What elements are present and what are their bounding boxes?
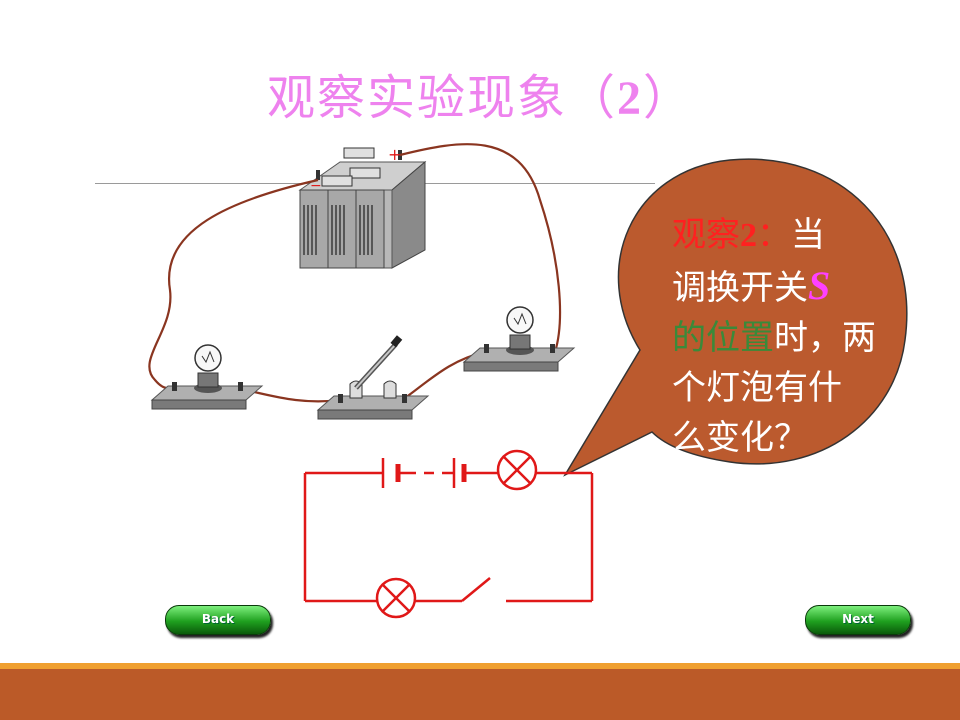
bubble-line-1: 当 [791, 215, 825, 255]
bubble-label-colon: ： [757, 215, 791, 255]
title-text: 观察实验现象（ [266, 70, 617, 126]
bubble-line-3-highlight: 的位置 [672, 318, 774, 358]
knife-switch-illustration [316, 335, 430, 420]
back-button[interactable]: Back [165, 605, 271, 635]
back-button-label: Back [201, 612, 235, 626]
bulb-board-left [150, 344, 264, 410]
bubble-line-2: 调换开关 [672, 268, 808, 308]
battery-minus-sign: − [310, 178, 322, 194]
bubble-line-5: 么变化？ [672, 418, 808, 458]
next-button[interactable]: Next [805, 605, 911, 635]
bubble-label-number: 2 [740, 217, 757, 254]
battery-pack-illustration [298, 147, 427, 269]
bulb-board-right [462, 306, 576, 372]
next-button-label: Next [842, 612, 874, 626]
bubble-line-3: 时，两 [774, 318, 876, 358]
speech-bubble [563, 158, 908, 477]
footer-bar-accent [0, 663, 960, 669]
title-paren-close: ） [643, 70, 694, 126]
circuit-schematic [303, 449, 594, 619]
switch-symbol: S [808, 263, 831, 308]
bubble-label: 观察 [672, 215, 740, 255]
bubble-line-4: 个灯泡有什 [672, 368, 842, 408]
slide-title: 观察实验现象（2） [0, 58, 960, 128]
battery-plus-sign: + [388, 145, 401, 164]
title-number: 2 [617, 72, 643, 125]
bubble-question: 观察2：当 调换开关S 的位置时，两 个灯泡有什 么变化？ [672, 210, 892, 463]
footer-bar [0, 669, 960, 720]
